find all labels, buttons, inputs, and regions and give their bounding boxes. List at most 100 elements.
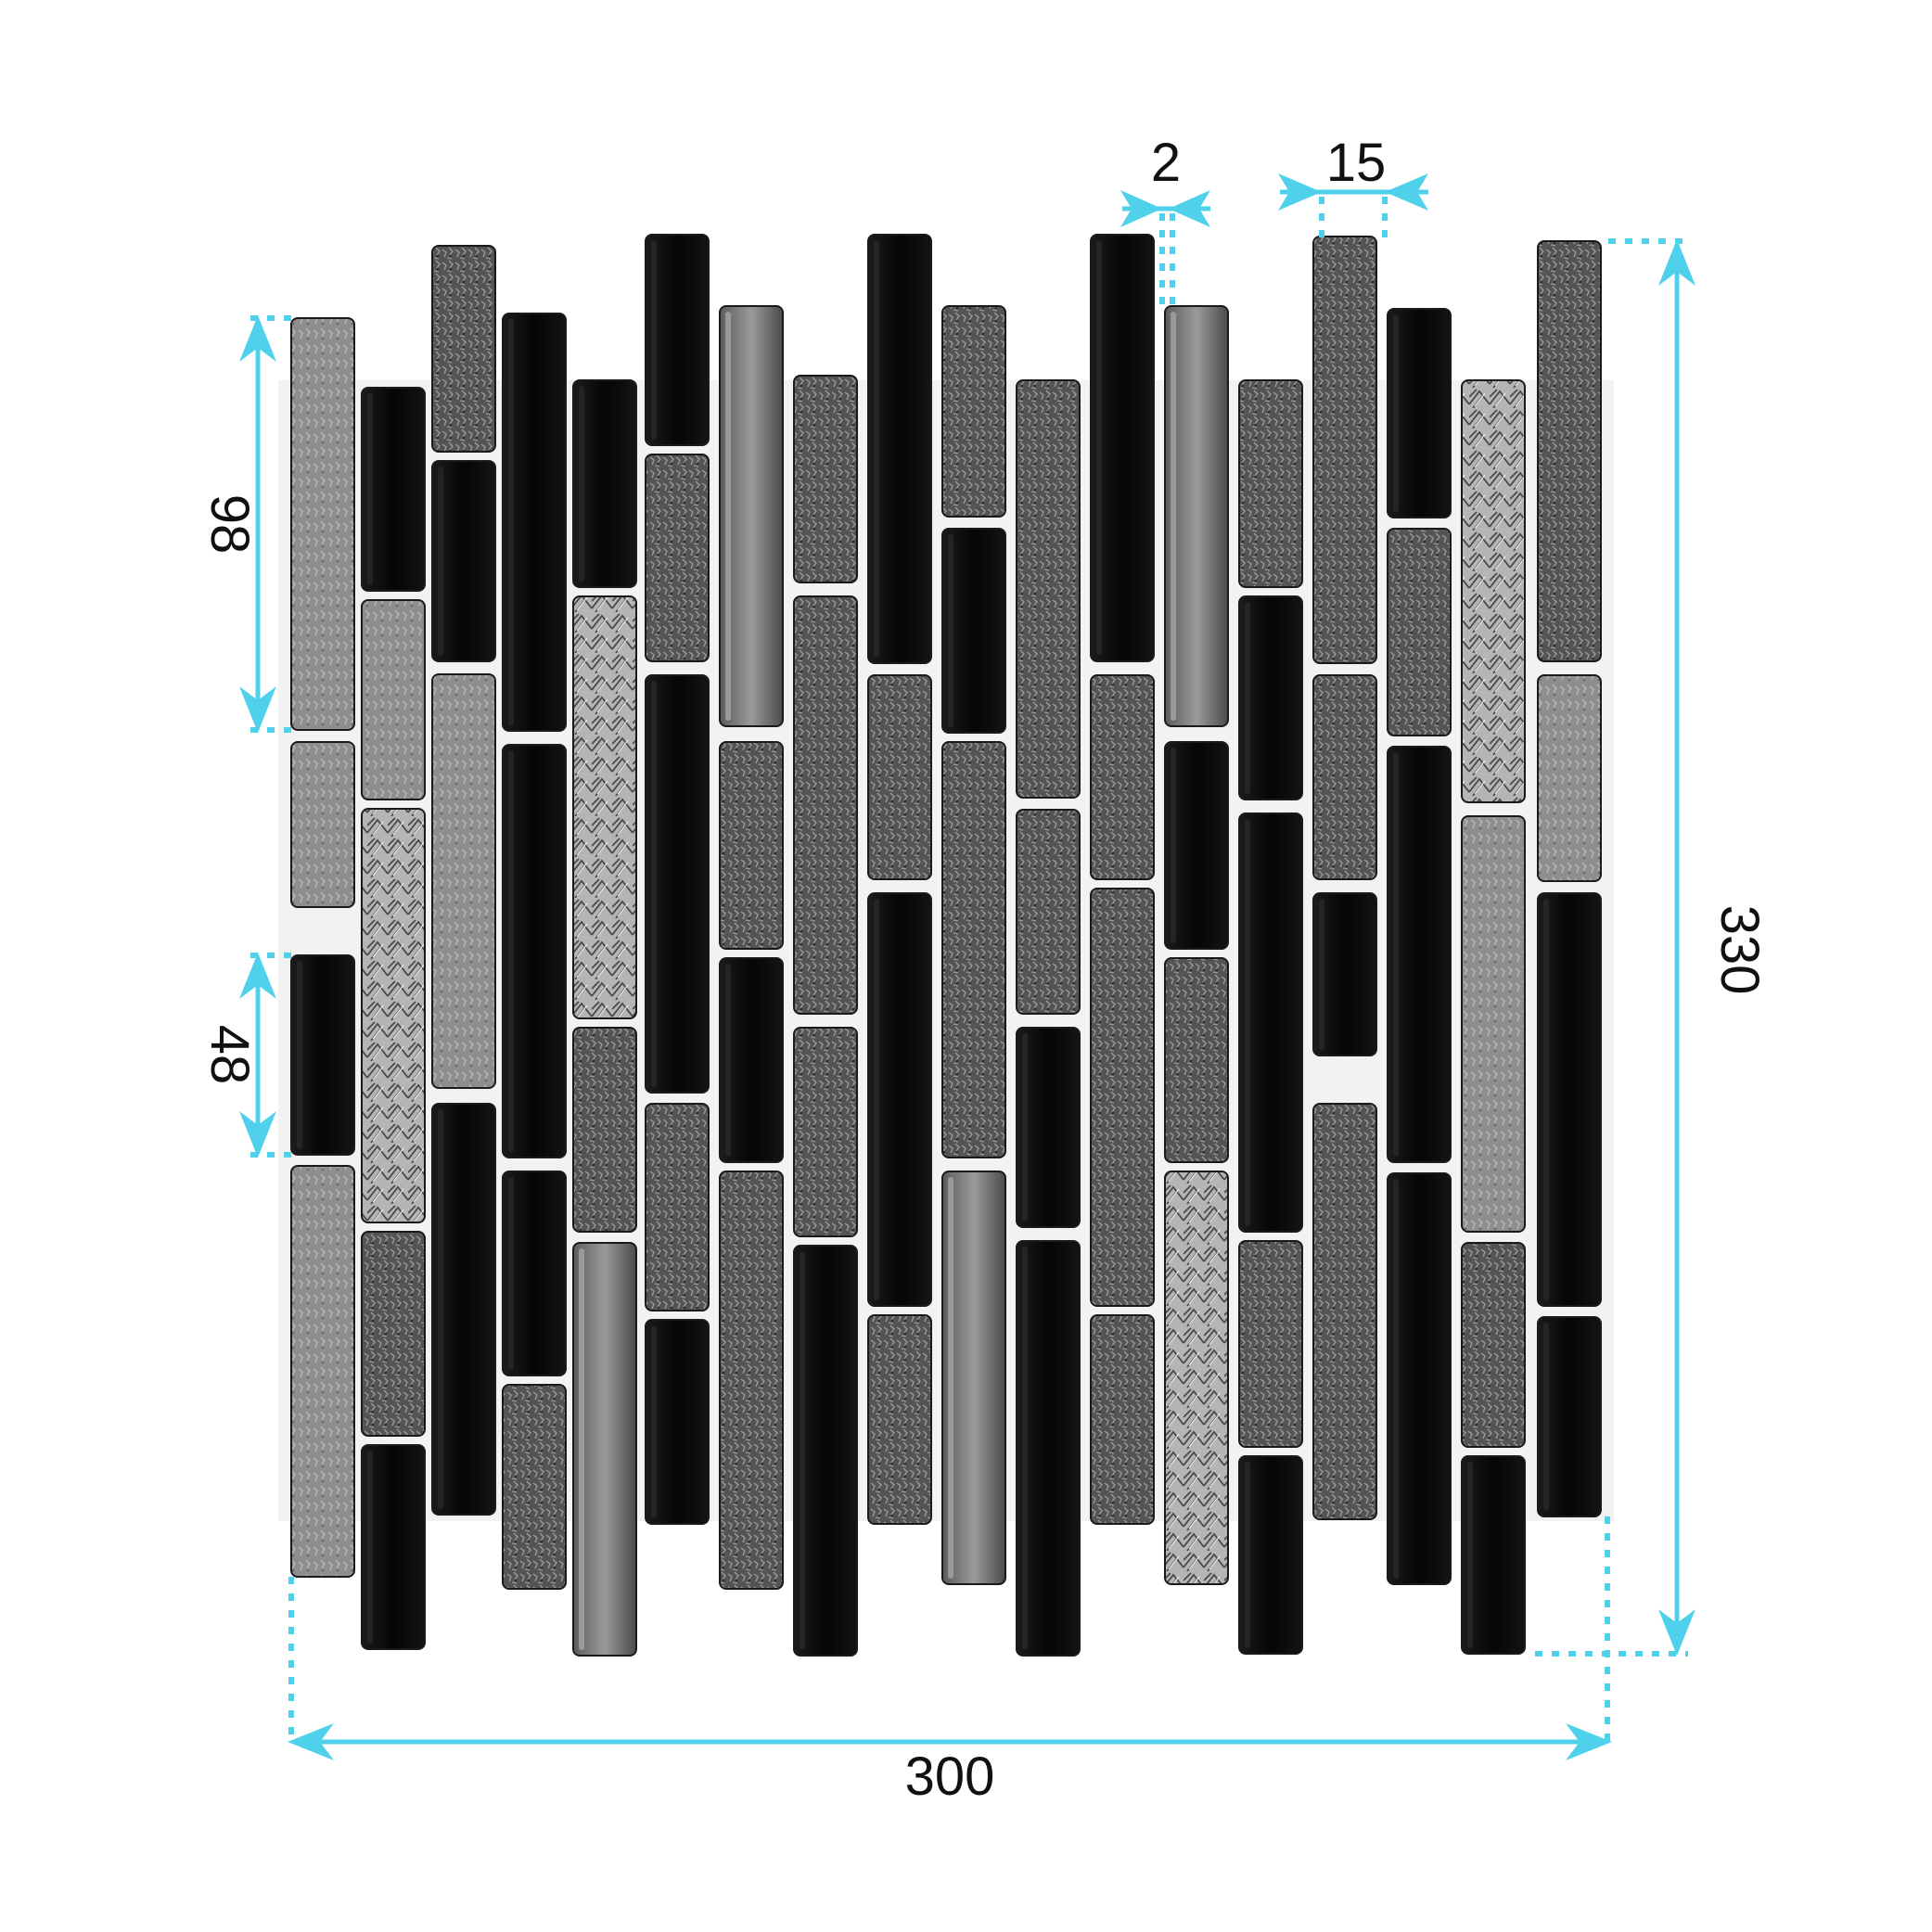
mosaic-strip-textured-gray-c15-r2: [1312, 674, 1377, 880]
mosaic-strip-textured-gray-c4-r4: [502, 1384, 567, 1590]
mosaic-strip-textured-gray-c7-r4: [719, 1171, 784, 1590]
mosaic-strip-sheen-c14-r2: [1245, 602, 1250, 794]
mosaic-strip-black-glass-c2-r1: [361, 387, 426, 592]
mosaic-strip-textured-gray-c15-r4: [1312, 1103, 1377, 1520]
mosaic-strip-sheen-c18-r3: [1543, 899, 1549, 1300]
mosaic-strip-sheen-c6-r3: [651, 681, 657, 1087]
mosaic-strip-sheen-c9-r1: [874, 240, 879, 658]
mosaic-strip-light-gray-c17-r2: [1461, 815, 1526, 1233]
height-arrow-top: [1658, 239, 1695, 286]
mosaic-strip-sheen-c2-r5: [367, 1451, 373, 1644]
mosaic-strip-silver-pattern-c17-r1: [1461, 379, 1526, 803]
mosaic-strip-black-glass-c14-r5: [1238, 1455, 1303, 1655]
mosaic-strip-light-gray-c2-r2: [361, 599, 426, 800]
mosaic-strip-black-glass-c16-r4: [1387, 1172, 1452, 1585]
mosaic-strip-black-glass-c6-r3: [645, 674, 710, 1094]
mosaic-strip-textured-gray-c8-r1: [793, 375, 858, 583]
strip-width-arrow-right: [1385, 173, 1428, 211]
mosaic-strip-textured-gray-c2-r4: [361, 1231, 426, 1437]
mosaic-strip-textured-gray-c8-r3: [793, 1027, 858, 1237]
mosaic-strip-textured-gray-c6-r2: [645, 454, 710, 662]
long-strip-label: 98: [199, 494, 260, 555]
mosaic-strip-sheen-c16-r3: [1393, 752, 1399, 1157]
short-strip-label: 48: [199, 1025, 260, 1085]
gap-label: 2: [1151, 133, 1181, 193]
mosaic-strip-black-glass-c11-r3: [1016, 1027, 1081, 1228]
mosaic-strip-sheen-c3-r2: [438, 467, 443, 656]
width-label: 300: [905, 1746, 995, 1807]
mosaic-strip-sheen-c8-r4: [800, 1251, 805, 1650]
mosaic-strip-black-glass-c14-r2: [1238, 595, 1303, 800]
mosaic-strip-textured-gray-c12-r2: [1090, 674, 1155, 880]
mosaic-strip-light-gray-c3-r3: [431, 673, 496, 1089]
mosaic-strip-sheen-c11-r3: [1022, 1033, 1028, 1222]
mosaic-strip-sheen-c13-r2: [1171, 748, 1176, 943]
height-label: 330: [1709, 905, 1770, 995]
mosaic-strip-black-glass-c9-r3: [867, 892, 932, 1307]
mosaic-strip-metallic-c13-r1: [1164, 305, 1229, 727]
long-strip-arrow-bottom: [239, 686, 276, 733]
short-strip-arrow-bottom: [239, 1111, 276, 1158]
gap-arrow-right: [1169, 190, 1210, 227]
mosaic-strip-sheen-c3-r4: [438, 1109, 443, 1509]
mosaic-strip-black-glass-c7-r3: [719, 957, 784, 1163]
mosaic-strip-sheen-c4-r1: [508, 319, 514, 725]
mosaic-strip-light-gray-c1-r1: [290, 317, 355, 731]
mosaic-strip-sheen-c1-r3: [297, 961, 302, 1149]
mosaic-strip-sheen-c13-r1: [1171, 312, 1176, 721]
mosaic-strip-black-glass-c5-r1: [572, 379, 637, 588]
mosaic-strip-textured-gray-c16-r2: [1387, 528, 1452, 736]
mosaic-strip-black-glass-c17-r4: [1461, 1455, 1526, 1655]
mosaic-strip-textured-gray-c12-r3: [1090, 888, 1155, 1307]
gap-arrow-left: [1120, 190, 1162, 227]
mosaic-strip-sheen-c11-r4: [1022, 1247, 1028, 1650]
mosaic-strip-silver-pattern-c2-r3: [361, 808, 426, 1223]
mosaic-strip-light-gray-c1-r2: [290, 741, 355, 908]
mosaic-strip-black-glass-c1-r3: [290, 954, 355, 1156]
mosaic-strip-sheen-c14-r5: [1245, 1462, 1250, 1648]
mosaic-strip-black-glass-c8-r4: [793, 1245, 858, 1657]
mosaic-strip-metallic-c7-r1: [719, 305, 784, 727]
mosaic-strip-sheen-c6-r1: [651, 240, 657, 440]
width-arrow-right: [1566, 1723, 1612, 1760]
mosaic-strip-textured-gray-c6-r4: [645, 1103, 710, 1311]
mosaic-strip-textured-gray-c9-r4: [867, 1314, 932, 1525]
mosaic-strip-black-glass-c13-r2: [1164, 741, 1229, 950]
mosaic-strip-black-glass-c6-r5: [645, 1319, 710, 1525]
mosaic-strip-textured-gray-c9-r2: [867, 674, 932, 880]
mosaic-strip-sheen-c4-r2: [508, 750, 514, 1152]
mosaic-strip-textured-gray-c12-r4: [1090, 1314, 1155, 1525]
mosaic-strip-textured-gray-c10-r1: [941, 305, 1006, 518]
mosaic-strip-light-gray-c18-r2: [1537, 674, 1602, 882]
mosaic-sheet: [290, 234, 1602, 1657]
mosaic-strip-textured-gray-c11-r2: [1016, 809, 1081, 1015]
mosaic-strip-textured-gray-c7-r2: [719, 741, 784, 950]
mosaic-strip-textured-gray-c13-r3: [1164, 957, 1229, 1163]
mosaic-strip-sheen-c5-r4: [579, 1248, 584, 1650]
mosaic-strip-black-glass-c10-r2: [941, 528, 1006, 734]
mosaic-strip-black-glass-c6-r1: [645, 234, 710, 446]
mosaic-strip-textured-gray-c15-r1: [1312, 236, 1377, 664]
mosaic-strip-black-glass-c4-r3: [502, 1171, 567, 1376]
mosaic-strip-sheen-c4-r3: [508, 1177, 514, 1370]
mosaic-strip-black-glass-c3-r4: [431, 1103, 496, 1516]
mosaic-strip-sheen-c9-r3: [874, 899, 879, 1300]
mosaic-strip-black-glass-c2-r5: [361, 1444, 426, 1650]
mosaic-strip-sheen-c5-r1: [579, 386, 584, 582]
mosaic-strip-sheen-c15-r3: [1319, 899, 1324, 1050]
mosaic-strip-sheen-c10-r4: [948, 1177, 953, 1579]
mosaic-strip-textured-gray-c10-r3: [941, 741, 1006, 1158]
mosaic-strip-textured-gray-c14-r1: [1238, 379, 1303, 588]
mosaic-strip-sheen-c17-r4: [1467, 1462, 1473, 1648]
mosaic-strip-sheen-c18-r4: [1543, 1323, 1549, 1511]
mosaic-strip-silver-pattern-c13-r4: [1164, 1171, 1229, 1585]
mosaic-strip-black-glass-c9-r1: [867, 234, 932, 664]
mosaic-strip-sheen-c10-r2: [948, 534, 953, 727]
mosaic-strip-black-glass-c16-r3: [1387, 746, 1452, 1163]
height-arrow-bottom: [1658, 1609, 1695, 1656]
mosaic-strip-black-glass-c3-r2: [431, 460, 496, 662]
mosaic-strip-black-glass-c11-r4: [1016, 1240, 1081, 1657]
mosaic-strip-light-gray-c1-r4: [290, 1165, 355, 1578]
mosaic-strip-sheen-c14-r3: [1245, 819, 1250, 1226]
